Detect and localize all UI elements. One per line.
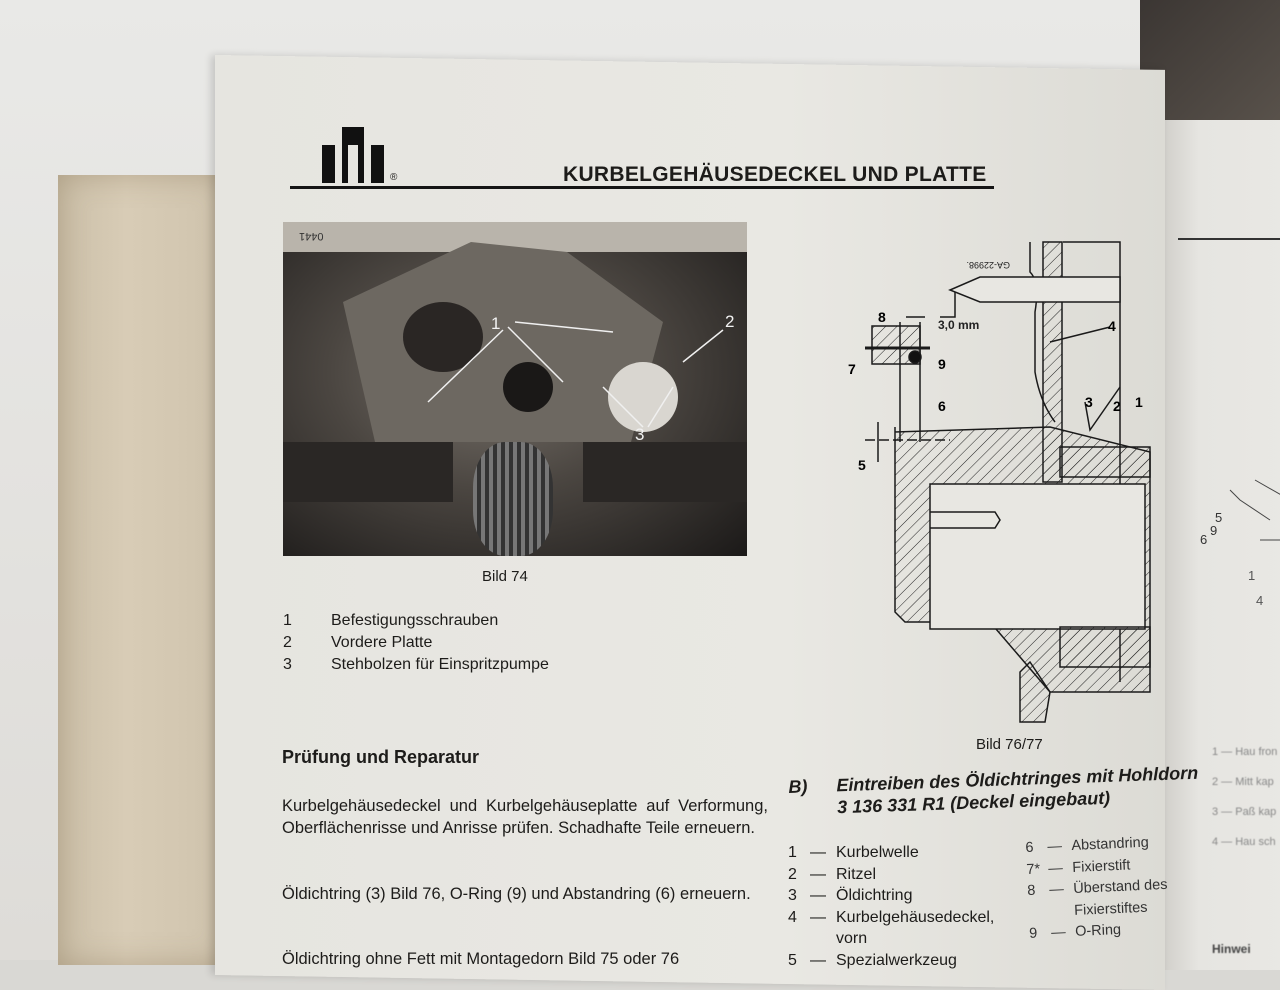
photo-callout-3: 3 [635, 425, 645, 444]
diagram-callout-3: 3 [1085, 394, 1093, 410]
legend-item: 4—Kurbelgehäusedeckel, [788, 908, 995, 926]
right-callout-9: 9 [1210, 523, 1217, 538]
right-page-hint: Hinwei [1212, 942, 1251, 956]
drawing-code: GA-22998. [966, 260, 1010, 270]
book-cover [58, 175, 228, 965]
right-callout-5: 5 [1215, 510, 1222, 525]
title-rule [290, 186, 994, 189]
paragraph: Öldichtring (3) Bild 76, O-Ring (9) und … [282, 885, 751, 903]
cross-section-diagram: GA-22998. 3,0 mm 1 2 3 4 5 6 7 8 9 [848, 241, 1151, 723]
diagram-callout-7: 7 [848, 361, 856, 377]
legend-item: 1—Kurbelwelle [788, 844, 919, 861]
figure-76-caption: Bild 76/77 [976, 736, 1043, 753]
diagram-callout-2: 2 [1113, 398, 1121, 414]
diagram-callout-6: 6 [938, 398, 946, 414]
legend-item: vorn [836, 930, 868, 947]
engine-photo: 0441 1 2 3 [283, 222, 747, 556]
legend-item: 5—Spezialwerkzeug [788, 951, 957, 969]
photo-callout-1: 1 [491, 314, 501, 333]
legend-item: 2—Ritzel [788, 865, 877, 883]
page-title: KURBELGEHÄUSEDECKEL UND PLATTE [563, 163, 987, 186]
right-page-legend: 1 — Hau fron 2 — Mitt kap 3 — Paß kap 4 … [1212, 746, 1278, 848]
right-callout-4: 4 [1256, 593, 1263, 608]
diagram-callout-8: 8 [878, 309, 886, 325]
paragraph: Kurbelgehäusedeckel und Kurbelgehäusepla… [282, 797, 768, 837]
right-page: 5 9 6 1 4 [1160, 120, 1280, 970]
procedure-legend-right: 6—Abstandring 7*—Fixierstift 8—Überstand… [1025, 831, 1180, 945]
right-page-drawing: 5 9 6 1 4 [1200, 479, 1280, 608]
diagram-callout-4: 4 [1108, 318, 1116, 334]
paragraph: Öldichtring ohne Fett mit Montagedorn Bi… [282, 950, 680, 968]
right-callout-1: 1 [1248, 568, 1255, 583]
ih-logo [322, 127, 392, 183]
figure-74-caption: Bild 74 [482, 568, 528, 585]
diagram-callout-1: 1 [1135, 394, 1143, 410]
right-callout-6: 6 [1200, 532, 1207, 547]
dimension-label: 3,0 mm [938, 318, 979, 332]
procedure-legend-left: 1—Kurbelwelle 2—Ritzel 3—Öldichtring 4—K… [788, 842, 1028, 971]
registered-mark: ® [390, 172, 398, 183]
photo-callout-2: 2 [725, 312, 735, 331]
legend-item: 3—Öldichtring [788, 887, 913, 904]
diagram-callout-5: 5 [858, 457, 866, 473]
section-heading: Prüfung und Reparatur [282, 747, 479, 767]
diagram-callout-9: 9 [938, 356, 946, 372]
